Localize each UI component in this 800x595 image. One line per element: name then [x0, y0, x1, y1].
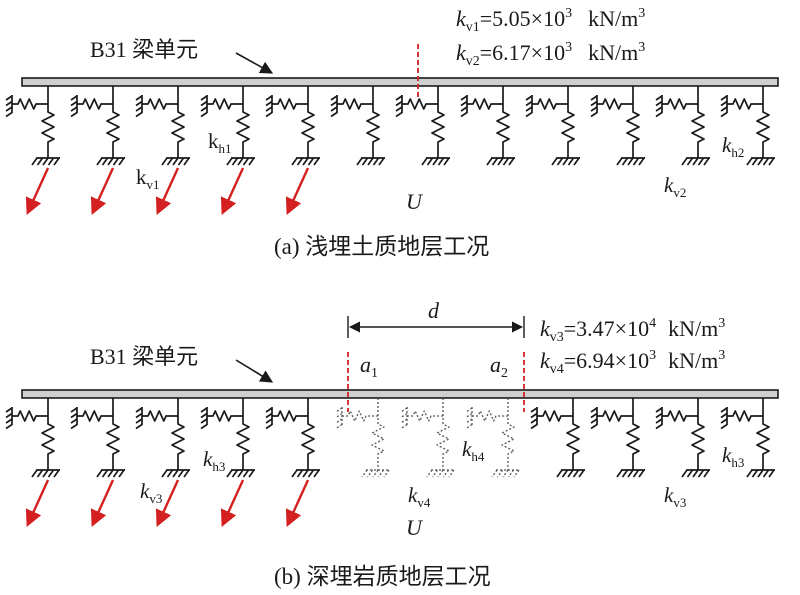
beam-pointer-a: [235, 52, 274, 74]
label-kh1: kh1: [208, 129, 232, 156]
displacement-arrow-b-4: [220, 479, 245, 528]
spring-b-9: [530, 398, 585, 478]
spring-b-2: [70, 398, 125, 478]
displacement-arrow-b-5: [285, 479, 310, 528]
displacement-arrow-a-4: [220, 167, 245, 216]
displacement-arrows-a: [25, 167, 310, 216]
spring-row-b: [5, 398, 775, 478]
displacement-arrow-b-2: [90, 479, 115, 528]
spring-b-12: [720, 398, 775, 478]
spring-a-2: [70, 86, 125, 166]
spring-a-8: [460, 86, 515, 166]
label-kv1: kv1: [136, 165, 160, 192]
displacement-arrow-a-1: [25, 167, 50, 216]
spring-a-4: [200, 86, 255, 166]
label-U-b: U: [406, 515, 424, 540]
spring-b-1: [5, 398, 60, 478]
displacement-arrows-b: [25, 479, 310, 528]
beam-element-b: [21, 389, 779, 399]
beam-label-b: B31 梁单元: [90, 344, 198, 369]
label-d: d: [428, 298, 440, 323]
spring-b-10: [590, 398, 645, 478]
label-kh4: kh4: [462, 437, 485, 464]
spring-a-11: [655, 86, 710, 166]
label-kv4: kv4: [408, 483, 431, 510]
beam-element-a: [21, 77, 779, 87]
label-a1: a1: [360, 352, 378, 381]
spring-a-7: [395, 86, 450, 166]
beam-label-a: B31 梁单元: [90, 37, 198, 62]
displacement-arrow-a-3: [155, 167, 180, 216]
spring-a-3: [135, 86, 190, 166]
spring-a-10: [590, 86, 645, 166]
spring-b-8: [465, 398, 520, 478]
spring-b-6: [335, 398, 390, 478]
label-kh3-right: kh3: [722, 443, 744, 470]
spring-a-5: [265, 86, 320, 166]
spring-row-a: [5, 86, 775, 166]
spring-b-3: [135, 398, 190, 478]
beam-pointer-b: [235, 359, 274, 383]
caption-a: (a) 浅埋土质地层工况: [274, 234, 489, 259]
label-kv3-left: kv3: [140, 479, 162, 506]
spring-b-7: [400, 398, 455, 478]
spring-b-11: [655, 398, 710, 478]
spring-a-1: [5, 86, 60, 166]
displacement-arrow-a-2: [90, 167, 115, 216]
displacement-arrow-b-1: [25, 479, 50, 528]
caption-b: (b) 深埋岩质地层工况: [274, 564, 491, 589]
label-kv2: kv2: [664, 173, 686, 200]
spring-a-12: [720, 86, 775, 166]
spring-a-6: [330, 86, 385, 166]
displacement-arrow-b-3: [155, 479, 180, 528]
label-U-a: U: [406, 189, 424, 214]
spring-b-5: [265, 398, 320, 478]
displacement-arrow-a-5: [285, 167, 310, 216]
label-kh2: kh2: [722, 133, 744, 160]
spring-b-4: [200, 398, 255, 478]
label-kv3-right: kv3: [664, 483, 686, 510]
label-a2: a2: [490, 352, 508, 381]
label-kh3-left: kh3: [203, 447, 225, 474]
spring-a-9: [525, 86, 580, 166]
